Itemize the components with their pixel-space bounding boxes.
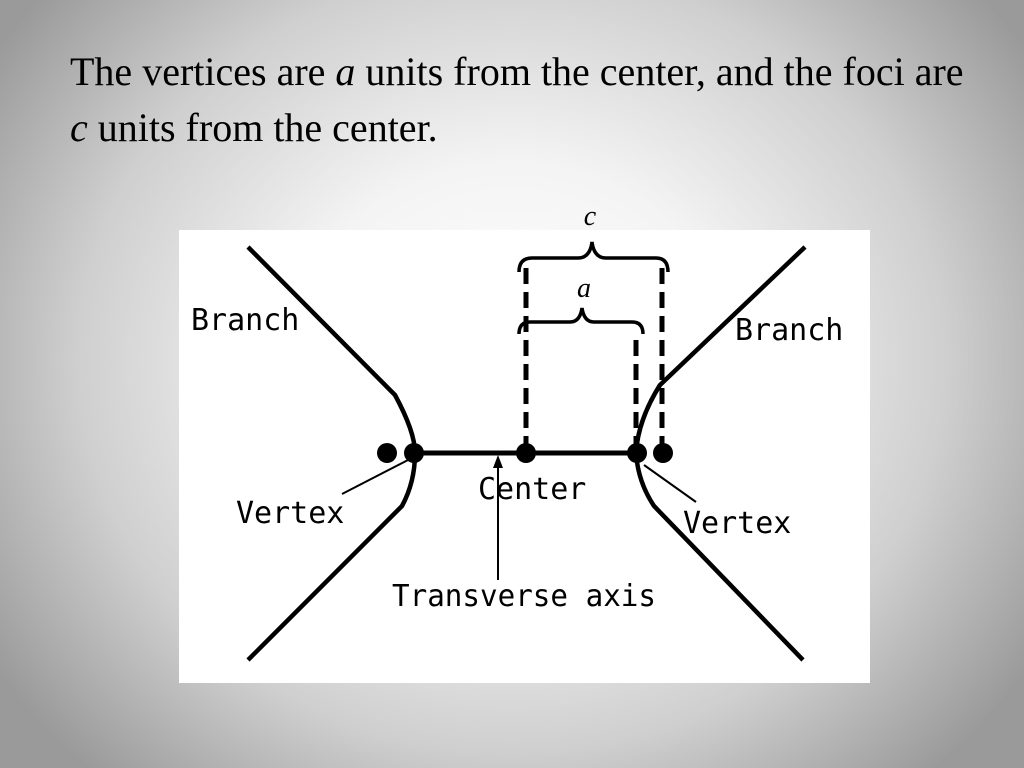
label-vertex-right: Vertex: [683, 506, 791, 541]
left-vertex-pointer: [341, 458, 411, 495]
text-variable-a: a: [335, 49, 356, 94]
text-part-1: The vertices are: [70, 49, 336, 94]
label-vertex-left: Vertex: [236, 496, 344, 531]
left-focus-point: [377, 443, 397, 463]
label-a: a: [577, 273, 591, 304]
brace-c: [517, 241, 670, 273]
label-transverse-axis: Transverse axis: [392, 579, 656, 614]
transverse-axis-arrowhead: [493, 455, 503, 468]
text-part-3: units from the center.: [87, 105, 438, 150]
label-branch-left: Branch: [191, 303, 299, 338]
label-c: c: [584, 201, 597, 232]
label-branch-right: Branch: [735, 313, 843, 348]
right-focus-point: [653, 443, 673, 463]
label-center: Center: [478, 472, 586, 507]
text-variable-c: c: [70, 105, 88, 150]
right-vertex-point: [627, 443, 647, 463]
left-vertex-point: [404, 443, 424, 463]
right-vertex-pointer: [643, 464, 697, 503]
center-point: [516, 443, 536, 463]
slide-body-text: The vertices are a units from the center…: [70, 44, 970, 156]
text-part-2: units from the center, and the foci are: [355, 49, 964, 94]
